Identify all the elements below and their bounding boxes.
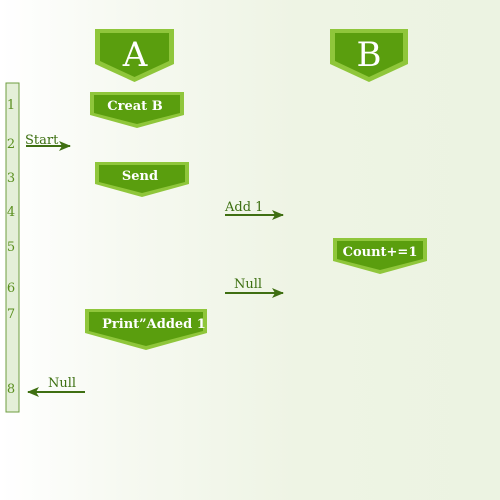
row-number-1: 1 [7, 98, 15, 113]
step-send-label: Send [122, 169, 158, 184]
row-number-6: 6 [7, 281, 15, 296]
row-number-7: 7 [7, 307, 15, 322]
lifeline-a-header: A [95, 29, 174, 82]
lifeline-b-header: B [330, 29, 408, 82]
message-add-1-label: Add 1 [224, 200, 263, 215]
step-send: Send [95, 162, 189, 197]
row-number-5: 5 [7, 240, 15, 255]
message-start: Start [25, 133, 71, 151]
row-ruler [5, 82, 20, 413]
step-print-label: Print”Added 1 [102, 317, 206, 332]
row-number-8: 8 [7, 382, 15, 397]
message-null-2-label: Null [48, 376, 76, 391]
step-creat-b-label: Creat B [107, 99, 162, 114]
lifeline-b-label: B [357, 35, 382, 75]
step-count-label: Count+=1 [343, 245, 418, 260]
message-null-2: Null [27, 376, 85, 397]
row-number-4: 4 [7, 205, 15, 220]
step-count: Count+=1 [333, 238, 427, 274]
message-add-1: Add 1 [224, 200, 284, 220]
step-print: Print”Added 1 [85, 309, 207, 350]
row-number-3: 3 [7, 171, 15, 186]
row-number-2: 2 [7, 137, 15, 152]
lifeline-a-label: A [122, 35, 148, 75]
step-creat-b: Creat B [90, 92, 184, 128]
message-null-1-label: Null [234, 277, 262, 292]
message-start-label: Start [25, 133, 59, 148]
message-null-1: Null [225, 277, 284, 298]
